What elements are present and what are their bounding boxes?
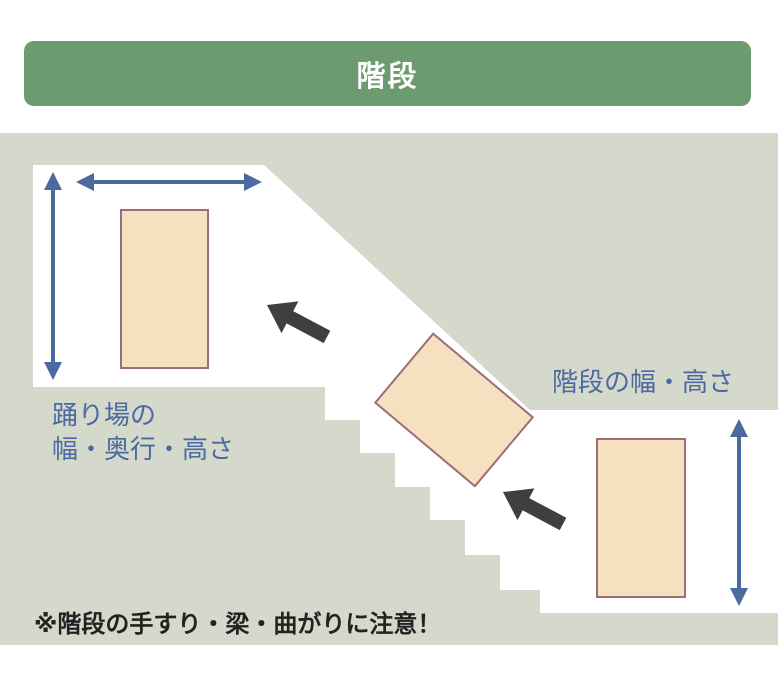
landing-width-arrow [76, 173, 262, 191]
landing-label-line2: 幅・奥行・高さ [52, 434, 235, 465]
title-bar: 階段 [24, 41, 751, 106]
stairs-label: 階段の幅・高さ [552, 368, 735, 398]
furniture-box-tilted [373, 332, 535, 488]
landing-height-arrow [44, 172, 62, 380]
landing-label-line1: 踊り場の [52, 401, 157, 431]
title-text: 階段 [356, 58, 419, 93]
caution-note: ※階段の手すり・梁・曲がりに注意！ [34, 610, 442, 638]
furniture-box-landing [120, 209, 209, 369]
furniture-box-bottom [596, 438, 686, 598]
stairs-height-arrow [730, 419, 748, 606]
move-arrow-upper [266, 301, 331, 344]
move-arrow-lower [502, 488, 567, 531]
landing-label: 踊り場の 幅・奥行・高さ [52, 400, 234, 468]
